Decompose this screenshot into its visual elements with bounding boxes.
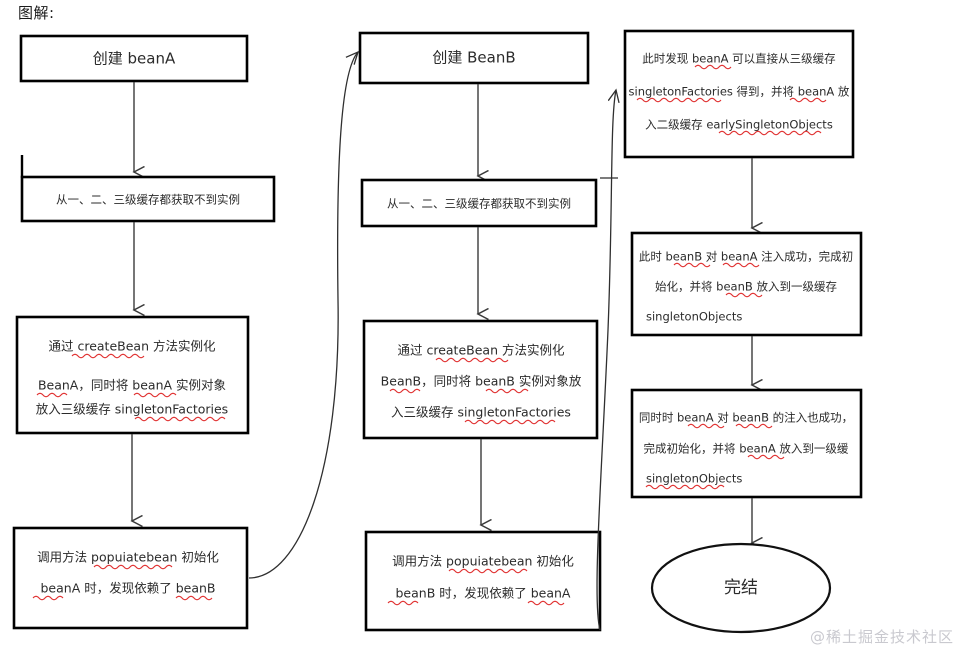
node-createbean-b-line-1: BeanB，同时将 beanB 实例对象放 (381, 374, 582, 389)
node-populate-b[interactable]: 调用方法 popuiatebean 初始化 beanB 时，发现依赖了 bean… (364, 530, 602, 632)
node-createbean-a-line-1: BeanA，同时将 beanA 实例对象 (38, 378, 226, 393)
page-title: 图解: (18, 4, 55, 22)
node-beanB-inject-success-line-1: 始化，并将 beanB 放入到一级缓存 (655, 280, 837, 294)
node-cache-miss-a[interactable]: 从一、二、三级缓存都获取不到实例 (20, 175, 276, 223)
spellcheck-underlines-a3 (36, 353, 226, 422)
node-create-beanA-line-0: 创建 beanA (93, 50, 176, 68)
node-beanA-inject-success-line-2: singletonObjects (646, 472, 742, 486)
node-createbean-a-line-2: 放入三级缓存 singletonFactories (36, 402, 228, 417)
node-beanB-inject-success[interactable]: 此时 beanB 对 beanA 注入成功，完成初 始化，并将 beanB 放入… (630, 231, 863, 337)
watermark: @稀土掘金技术社区 (809, 628, 954, 646)
node-beanA-inject-success[interactable]: 同时时 beanA 对 beanB 的注入也成功， 完成初始化，并将 beanA… (630, 388, 863, 499)
edge-b4-c1-curve (596, 90, 616, 631)
node-found-in-l3-cache-line-1: singletonFactories 得到，并将 beanA 放 (629, 85, 850, 99)
edge-a4-b1-curve (248, 52, 358, 579)
node-cache-miss-b-line-0: 从一、二、三级缓存都获取不到实例 (387, 197, 571, 211)
spellcheck-underlines-c3 (645, 423, 785, 490)
node-createbean-a[interactable]: 通过 createBean 方法实例化 BeanA，同时将 beanA 实例对象… (15, 315, 250, 435)
spellcheck-underlines-a4 (32, 564, 213, 601)
node-beanA-inject-success-line-0: 同时时 beanA 对 beanB 的注入也成功， (639, 411, 853, 425)
node-createbean-a-line-0: 通过 createBean 方法实例化 (49, 339, 216, 354)
node-beanB-inject-success-line-2: singletonObjects (646, 310, 742, 324)
node-beanA-inject-success-line-1: 完成初始化，并将 beanA 放入到一级缓 (644, 442, 849, 456)
node-createbean-b[interactable]: 通过 createBean 方法实例化 BeanB，同时将 beanB 实例对象… (362, 319, 599, 440)
node-populate-b-line-1: beanB 时，发现依赖了 beanA (396, 586, 571, 601)
node-end-label: 完结 (724, 578, 758, 598)
spellcheck-underlines-c1 (636, 64, 827, 136)
spellcheck-underlines-b4 (387, 568, 565, 606)
node-createbean-b-line-0: 通过 createBean 方法实例化 (398, 343, 565, 358)
node-found-in-l3-cache[interactable]: 此时发现 beanA 可以直接从三级缓存 singletonFactories … (623, 29, 855, 159)
node-create-beanB[interactable]: 创建 BeanB (358, 31, 590, 85)
node-create-beanA[interactable]: 创建 beanA (19, 34, 249, 83)
node-createbean-b-line-2: 入三级缓存 singletonFactories (391, 405, 571, 420)
node-beanB-inject-success-line-0: 此时 beanB 对 beanA 注入成功，完成初 (639, 250, 853, 264)
node-end[interactable]: 完结 (650, 542, 832, 634)
spellcheck-underlines-b3 (389, 357, 556, 425)
node-populate-b-line-0: 调用方法 popuiatebean 初始化 (392, 554, 574, 569)
spellcheck-underlines-c2 (673, 262, 763, 298)
node-found-in-l3-cache-line-0: 此时发现 beanA 可以直接从三级缓存 (642, 52, 835, 66)
node-found-in-l3-cache-line-2: 入二级缓存 earlySingletonObjects (645, 118, 833, 132)
node-create-beanB-line-0: 创建 BeanB (432, 49, 515, 67)
node-cache-miss-a-line-0: 从一、二、三级缓存都获取不到实例 (56, 193, 240, 207)
node-populate-a-line-0: 调用方法 popuiatebean 初始化 (37, 550, 219, 565)
node-populate-a[interactable]: 调用方法 popuiatebean 初始化 beanA 时，发现依赖了 bean… (12, 526, 249, 630)
node-populate-a-line-1: beanA 时，发现依赖了 beanB (41, 581, 216, 596)
node-cache-miss-b[interactable]: 从一、二、三级缓存都获取不到实例 (360, 178, 598, 228)
